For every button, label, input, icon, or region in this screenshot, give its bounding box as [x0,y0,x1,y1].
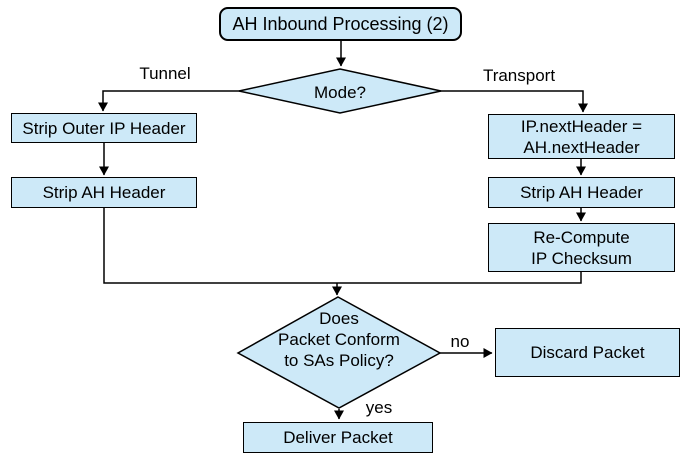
mode-decision-label: Mode? [314,83,366,102]
node-strip-outer-ip-header: Strip Outer IP Header [11,113,197,143]
node-start: AH Inbound Processing (2) [219,7,462,41]
edge-mode-to-tunnel [98,90,242,112]
node-ip-next-header: IP.nextHeader = AH.nextHeader [488,114,675,159]
edge-label-yes: yes [365,398,393,417]
edge-mode-to-transport [438,90,588,113]
node-recompute-ip-checksum: Re-Compute IP Checksum [488,223,675,272]
node-strip-ah-header-transport: Strip AH Header [488,177,675,208]
node-discard-packet: Discard Packet [495,328,680,377]
edge-label-transport: Transport [482,66,556,85]
node-deliver-packet: Deliver Packet [243,422,433,453]
edge-join-from-transport [337,272,582,284]
edge-join-from-tunnel [103,208,337,284]
edge-label-no: no [450,332,470,351]
edge-group [98,41,588,420]
node-strip-ah-header-tunnel: Strip AH Header [11,177,197,208]
policy-decision-diamond [236,296,442,409]
policy-decision-label: Does Packet Conform to SAs Policy? [278,309,400,370]
edge-label-tunnel: Tunnel [139,64,191,83]
mode-decision-diamond [238,68,442,114]
